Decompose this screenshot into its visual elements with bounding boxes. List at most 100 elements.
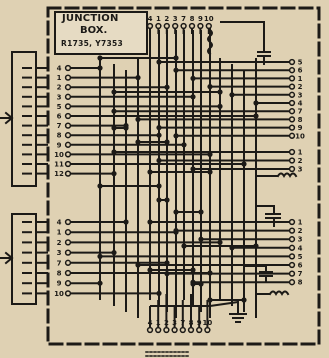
right-g2-3-label: 3	[298, 166, 303, 174]
left-upper-12-label: 12	[54, 170, 64, 178]
junction-dot	[156, 183, 162, 189]
right-g3-6-label: 6	[298, 262, 303, 270]
junction-dot	[111, 149, 117, 155]
left-lower-8-terminal	[64, 269, 72, 277]
bottom-3-terminal	[171, 326, 178, 334]
junction-dot	[123, 125, 129, 131]
junction-dot	[207, 297, 213, 303]
bottom-7-terminal	[179, 326, 186, 334]
right-g1-1-label: 1	[298, 75, 303, 83]
junction-dot	[181, 243, 187, 249]
right-g2-1-label: 1	[298, 149, 303, 157]
bottom-8-label: 8	[189, 319, 194, 327]
top-7-label: 7	[181, 15, 186, 23]
left-upper-9-terminal	[64, 141, 72, 148]
bottom-7-label: 7	[180, 319, 185, 327]
junction-dot	[135, 139, 141, 145]
junction-dot	[207, 270, 213, 276]
junction-dot	[190, 267, 196, 273]
bottom-9-terminal	[196, 326, 203, 334]
right-g3-8-terminal	[288, 279, 296, 286]
left-lower-1-label: 1	[57, 229, 62, 237]
left-upper-5-label: 5	[57, 103, 62, 111]
junction-dot	[190, 75, 196, 81]
top-8-label: 8	[190, 15, 195, 23]
left-upper-10-label: 10	[54, 151, 64, 159]
junction-dot	[173, 55, 179, 61]
right-g3-2-label: 2	[298, 227, 303, 235]
right-g2-3-terminal	[288, 165, 296, 173]
junction-dot	[147, 169, 153, 175]
top-8-terminal	[188, 22, 196, 30]
junction-dot	[135, 116, 141, 122]
left-upper-7-label: 7	[57, 122, 62, 130]
left-lower-7-terminal	[64, 259, 72, 266]
capacitor-lower	[259, 265, 273, 283]
junction-dot	[164, 197, 170, 203]
junction-dot	[97, 65, 103, 71]
right-g1-3-label: 3	[298, 91, 303, 99]
left-upper-1-label: 1	[57, 74, 62, 82]
top-9-terminal	[197, 22, 204, 30]
junction-dot	[97, 183, 103, 189]
junction-dot	[156, 59, 162, 65]
left-lower-2-label: 2	[57, 239, 62, 247]
junction-dot	[97, 280, 103, 286]
right-g1-5-label: 5	[298, 59, 303, 67]
right-g1-4-label: 4	[298, 100, 303, 108]
left-lower-3-label: 3	[57, 249, 62, 257]
junction-dots	[97, 55, 259, 303]
junction-dot	[111, 125, 117, 131]
top-10-terminal	[205, 22, 212, 30]
left-lower-4-terminal	[64, 218, 72, 226]
junction-dot	[156, 157, 162, 164]
right-g1-5-terminal	[288, 58, 296, 66]
right-g1-8-label: 8	[298, 116, 303, 124]
junction-dot	[173, 133, 179, 139]
junction-dot	[147, 219, 153, 225]
left-lower-9-label: 9	[57, 280, 62, 288]
junction-dot	[173, 228, 179, 234]
left-upper-6-terminal	[64, 112, 72, 120]
left-lower-7-label: 7	[57, 259, 62, 267]
top-2-terminal	[163, 22, 170, 30]
right-g1-7-label: 7	[298, 108, 303, 116]
bottom-3-label: 3	[172, 319, 177, 327]
junction-dot	[164, 260, 170, 266]
junction-dot	[111, 250, 117, 256]
junction-dot	[173, 209, 179, 215]
left-connector-upper	[11, 51, 37, 187]
right-g1-10-label: 10	[295, 132, 305, 140]
junction-dot	[156, 290, 162, 296]
junction-dot	[217, 89, 223, 95]
right-g1-4-terminal	[288, 99, 296, 107]
coil-right-middle	[276, 172, 298, 178]
right-g1-3-terminal	[288, 91, 296, 98]
junction-dot	[229, 245, 235, 251]
right-g3-7-label: 7	[298, 270, 303, 278]
junction-dot	[217, 103, 223, 109]
junction-dot	[253, 243, 259, 249]
left-lower-10-label: 10	[54, 290, 64, 298]
junction-dot	[190, 94, 196, 100]
right-g1-7-terminal	[288, 108, 296, 115]
junction-dot	[156, 132, 162, 138]
left-lower-1-terminal	[64, 229, 72, 236]
junction-dot	[207, 84, 213, 90]
right-g1-6-terminal	[288, 67, 296, 74]
junction-dot	[198, 236, 204, 242]
bottom-2-label: 2	[164, 319, 169, 327]
bottom-cable-marks	[145, 351, 191, 357]
ground-symbol	[229, 301, 247, 323]
left-lower-10-terminal	[64, 290, 72, 297]
right-g3-7-terminal	[288, 270, 296, 277]
junction-dot	[198, 281, 204, 287]
right-g3-5-terminal	[288, 253, 296, 260]
right-g2-2-label: 2	[298, 157, 303, 165]
junction-dot	[123, 219, 129, 225]
title-line-3: R1735, Y7353	[61, 39, 124, 48]
bottom-2-terminal	[163, 326, 170, 334]
top-2-label: 2	[164, 15, 169, 23]
junction-dot	[164, 84, 170, 90]
